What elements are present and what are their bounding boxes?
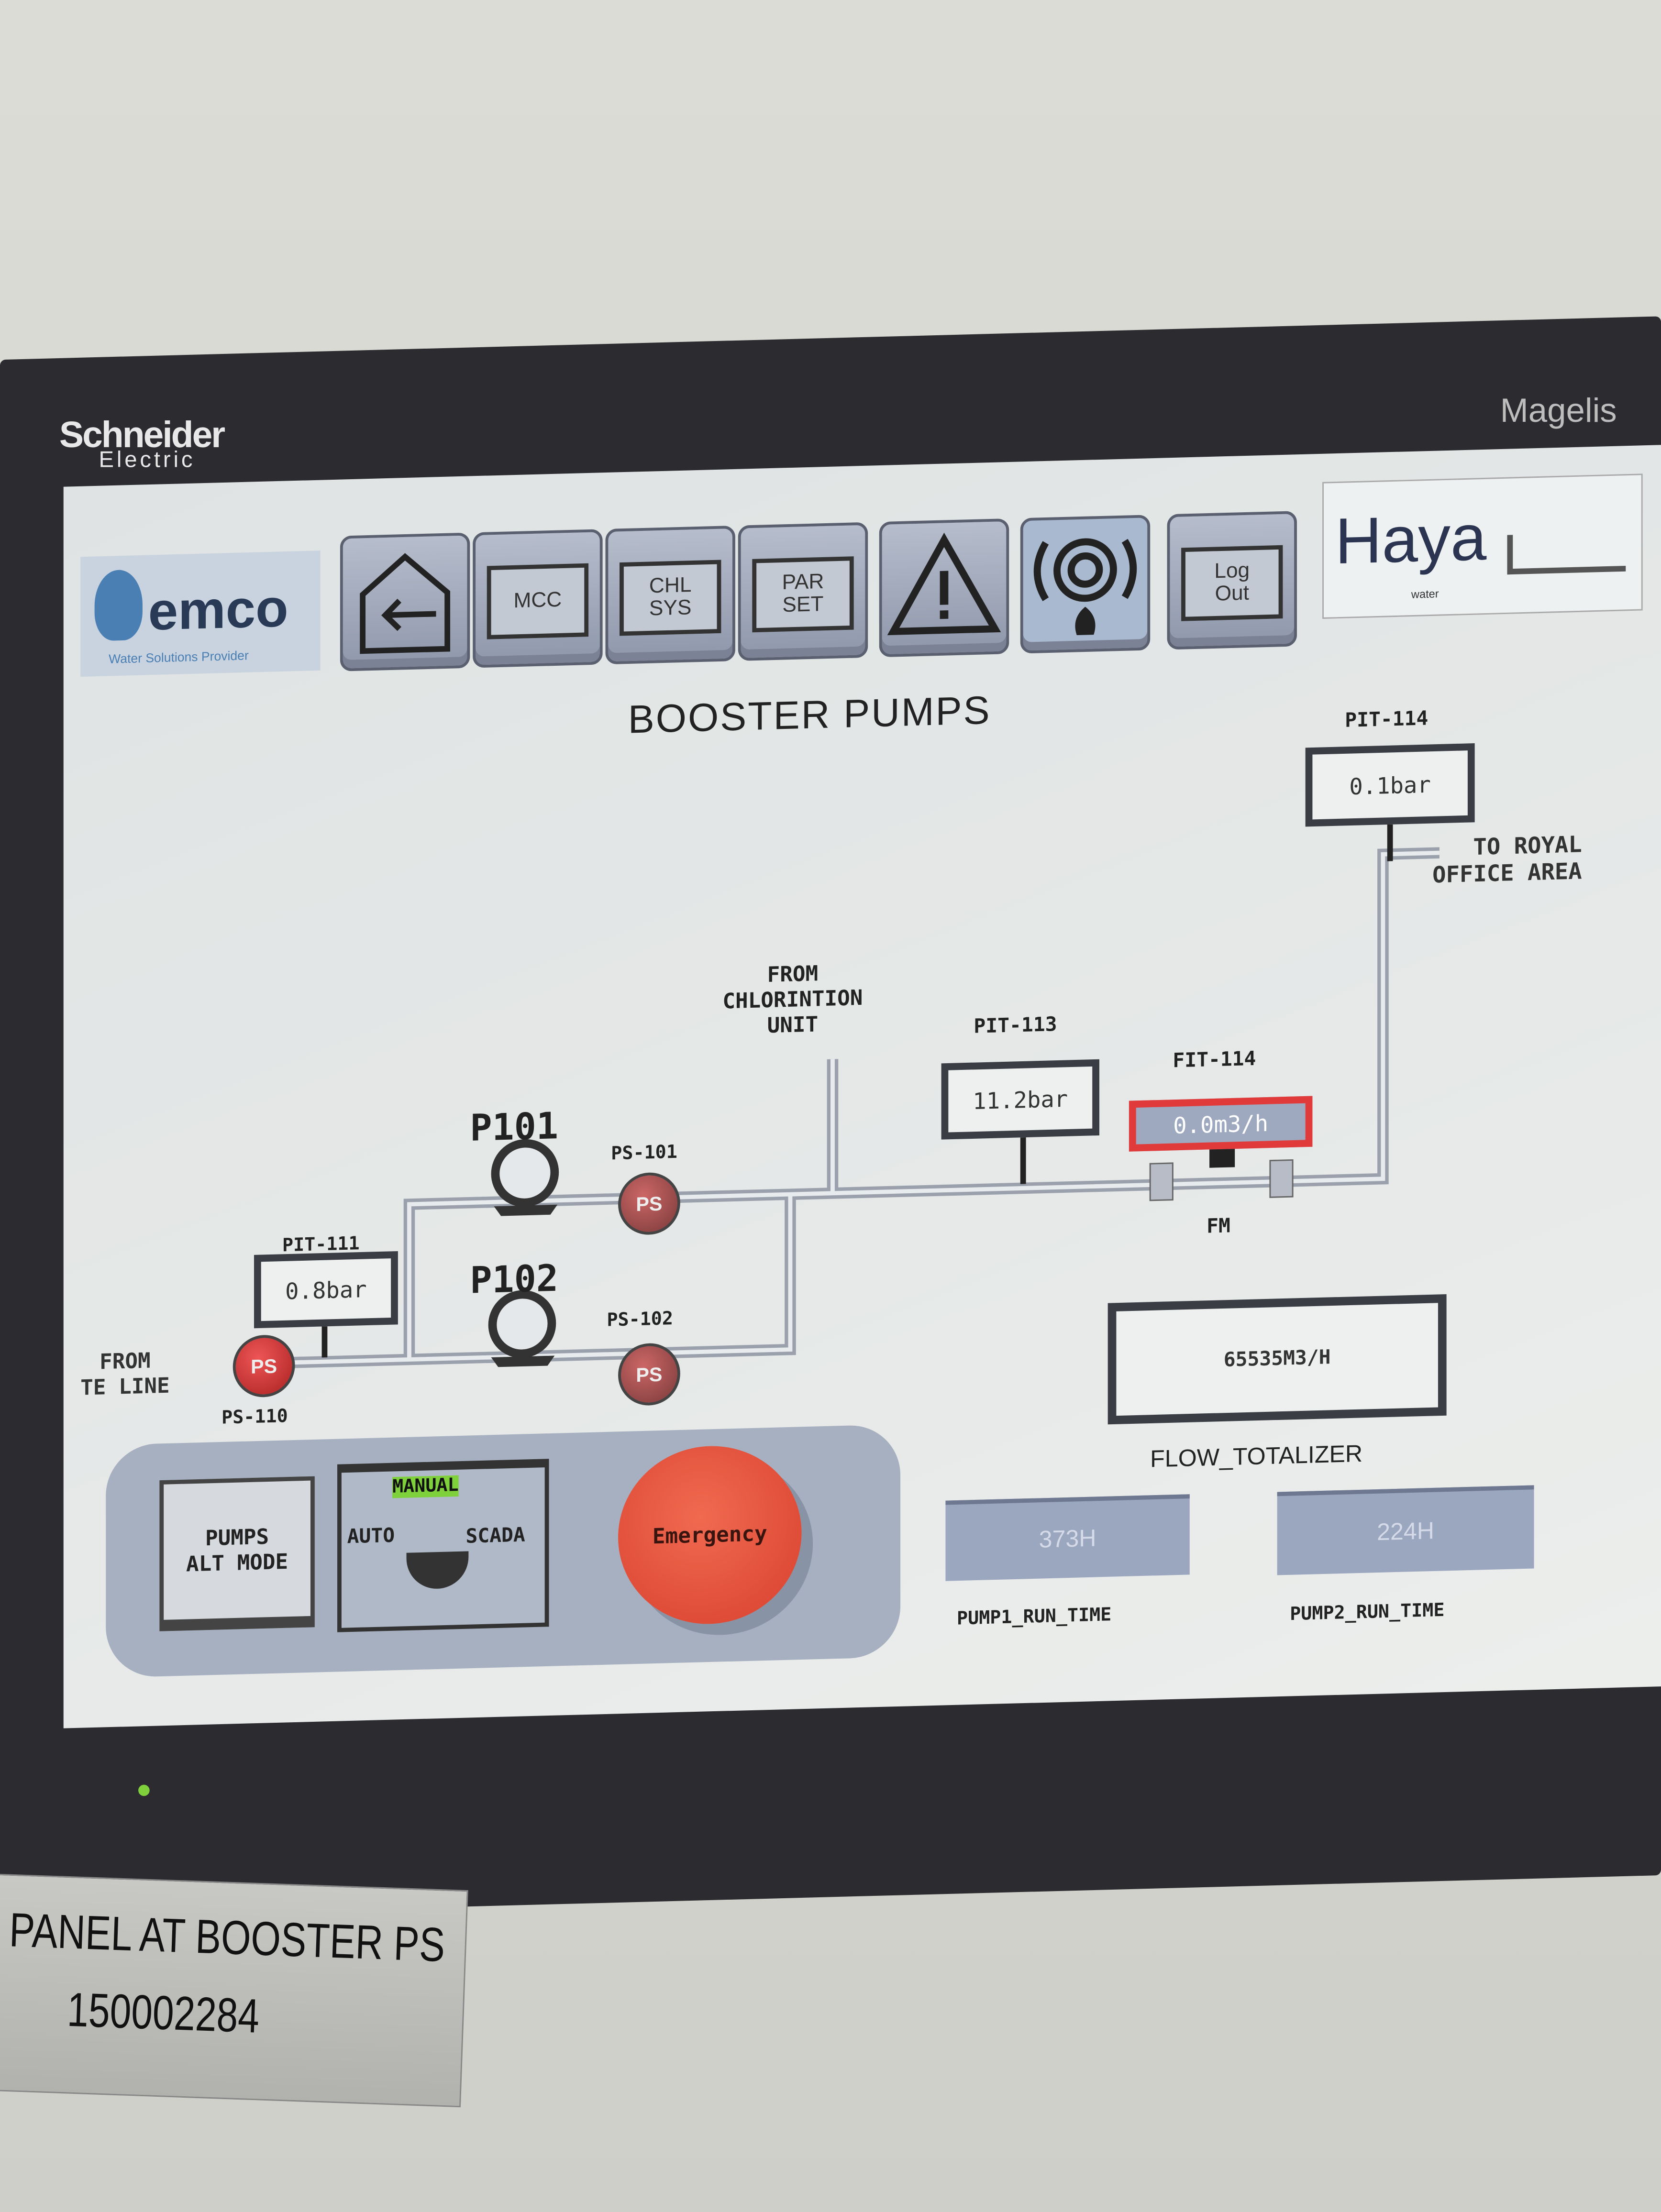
mode-auto-label: AUTO: [347, 1525, 395, 1549]
fit114-label: FIT-114: [1173, 1048, 1256, 1073]
pump1-runtime-label: PUMP1_RUN_TIME: [957, 1605, 1112, 1630]
ps-glyph: PS: [636, 1363, 663, 1386]
fit114-value: 0.0m3/h: [1129, 1096, 1313, 1152]
alarm-button[interactable]: [879, 518, 1009, 658]
warning-triangle-icon: [887, 532, 1001, 636]
home-button[interactable]: [340, 532, 470, 671]
to-royal-office-label: TO ROYAL OFFICE AREA: [1432, 830, 1582, 889]
from-chlorination-label: FROM CHLORINTION UNIT: [722, 960, 863, 1038]
pit113-label: PIT-113: [974, 1013, 1057, 1039]
fm-label: FM: [1207, 1215, 1230, 1239]
pump2-runtime-label: PUMP2_RUN_TIME: [1290, 1600, 1445, 1626]
emergency-label: Emergency: [652, 1520, 767, 1550]
ps102-label: PS-102: [607, 1309, 674, 1332]
pit111-value: 0.8bar: [254, 1251, 398, 1329]
pit114-label: PIT-114: [1345, 707, 1428, 733]
panel-nameplate: PANEL AT BOOSTER PS 150002284: [0, 1873, 468, 2108]
flow-total-value: 65535M3/H: [1107, 1294, 1447, 1425]
fire-alarm-button[interactable]: [1020, 515, 1151, 654]
model-name: Magelis: [1500, 392, 1617, 430]
plate-line2: 150002284: [66, 1983, 260, 2044]
pump1-runtime-value: 373H: [945, 1494, 1190, 1581]
pump-p102: [488, 1290, 556, 1367]
from-te-line-label: FROM TE LINE: [80, 1348, 170, 1401]
mode-selector[interactable]: MANUAL AUTO SCADA: [337, 1459, 549, 1632]
ps110-label: PS-110: [221, 1406, 288, 1430]
mode-manual-label: MANUAL: [392, 1475, 459, 1498]
piping-diagram: [275, 812, 1440, 1369]
p102-label: P102: [470, 1258, 559, 1303]
brand-sub: Electric: [99, 449, 196, 473]
mode-scada-label: SCADA: [465, 1524, 525, 1549]
p101-label: P101: [470, 1106, 559, 1151]
pit114-value: 0.1bar: [1305, 743, 1475, 827]
pumps-alt-mode-button[interactable]: PUMPS ALT MODE: [159, 1476, 315, 1631]
ps101-label: PS-101: [611, 1142, 677, 1166]
flowmeter: [1149, 1147, 1294, 1201]
pit113-value: 11.2bar: [941, 1059, 1099, 1140]
plate-line1: PANEL AT BOOSTER PS: [8, 1904, 446, 1973]
hmi-screen: emco Water Solutions Provider MCC CHL SY…: [63, 445, 1661, 1728]
ps-glyph: PS: [636, 1192, 663, 1215]
fire-alarm-icon: [1033, 538, 1137, 636]
status-led: [138, 1784, 150, 1796]
alt-mode-label: PUMPS ALT MODE: [186, 1524, 288, 1577]
brand-name: Schneider: [59, 413, 225, 456]
home-back-icon: [360, 553, 451, 654]
pump2-runtime-value: 224H: [1277, 1485, 1534, 1575]
flow-totalizer-label: FLOW_TOTALIZER: [1150, 1440, 1363, 1473]
selector-switch-icon: [406, 1551, 469, 1590]
ps-glyph: PS: [251, 1354, 277, 1378]
pump-p101: [491, 1139, 559, 1216]
